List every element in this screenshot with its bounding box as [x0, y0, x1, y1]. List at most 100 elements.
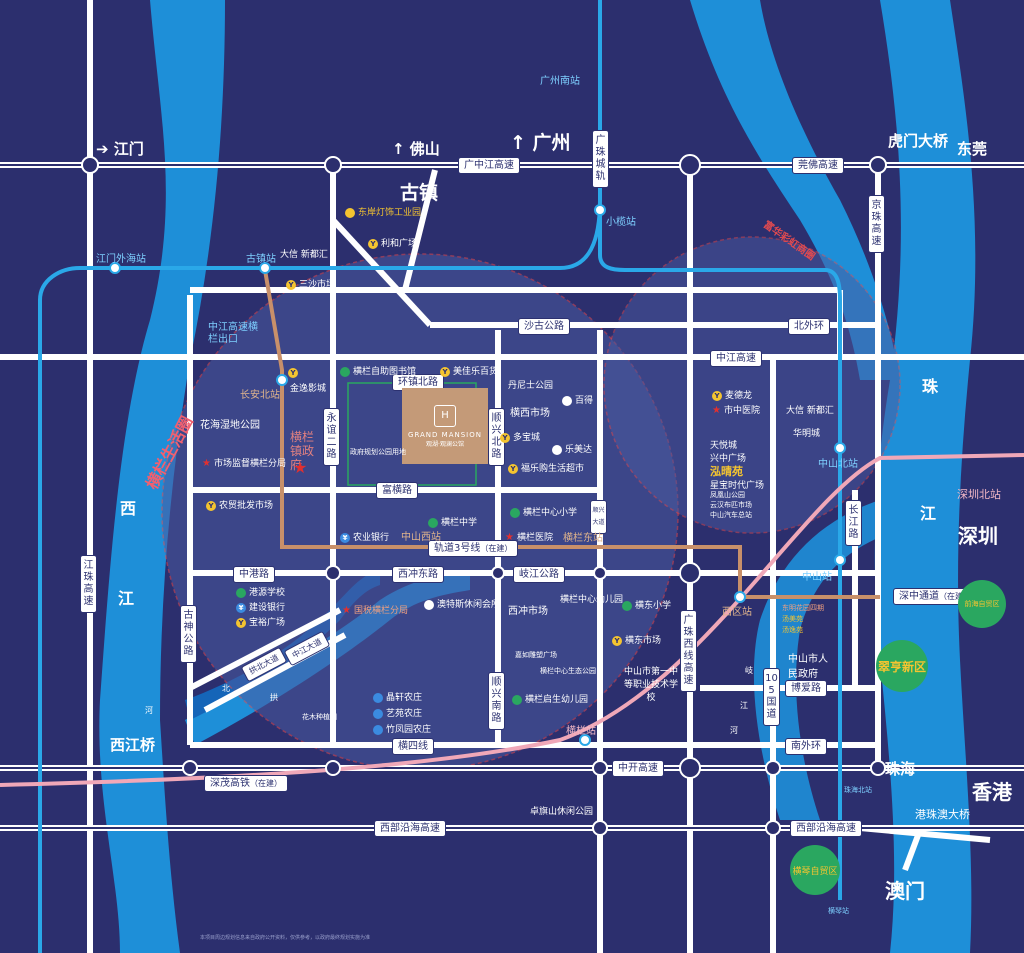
bank-icon: ¥	[236, 602, 246, 613]
town-guzhen: 古镇	[400, 182, 439, 204]
poi-maidelong-label: 麦德龙	[725, 391, 753, 401]
station-xiaolan[interactable]: 小榄站	[606, 217, 636, 228]
poi-cm-hosp-label: 市中医院	[723, 406, 760, 416]
area-cuiheng: 翠亨新区	[876, 640, 928, 692]
road-shunxing-north: 顺兴北路	[488, 408, 505, 466]
road-nanwaihuan: 南外环	[785, 738, 827, 755]
poi-lihe-label: 利和广场	[381, 239, 418, 249]
road-shenmao-label: 深茂高铁	[210, 778, 250, 789]
road-jiangzhu-expy: 江珠高速	[80, 555, 97, 613]
guangzhu-rail	[598, 210, 842, 900]
station-guangzhou-south[interactable]: 广州南站	[540, 76, 580, 87]
poi-zhufeng: 竹凤园农庄	[373, 722, 431, 735]
school-icon	[428, 517, 438, 528]
road-shunxing-ave: 顺兴大道	[590, 500, 607, 534]
poi-henglan-mid-label: 横栏中学	[441, 518, 478, 528]
poi-qisheng: 横栏启生幼儿园	[512, 692, 588, 705]
station-hengqin[interactable]: 横琴站	[828, 907, 849, 915]
station-jiangmen-waihai[interactable]: 江门外海站	[96, 254, 146, 265]
poi-dongan: 东岸灯饰工业园	[345, 205, 421, 218]
poi-baide-label: 百得	[575, 396, 594, 406]
poi-jinyi-label: 金逸影城	[290, 384, 327, 394]
road-xichong-east: 西冲东路	[392, 566, 444, 583]
poi-meijia-label: 美佳乐百货	[453, 367, 499, 377]
poi-yunyun: 云汉布匹市场	[710, 501, 752, 509]
road-zhonggang: 中港路	[233, 566, 275, 583]
road-shunxing-south: 顺兴南路	[488, 672, 505, 730]
poi-danni: 丹尼士公园	[508, 381, 554, 391]
road-zhongkai-expy: 中开高速	[612, 760, 664, 777]
road-line3-label: 轨道3号线	[434, 543, 481, 554]
city-guangzhou-label: 广州	[532, 132, 571, 154]
water-qi: 岐	[745, 666, 753, 675]
road-g105: 105国道	[763, 668, 780, 726]
store-icon	[562, 395, 572, 406]
poi-flower-park: 花海湿地公园	[200, 420, 260, 431]
poi-abc-label: 农业银行	[353, 533, 390, 543]
poi-jinyi: Y	[288, 368, 301, 379]
poi-market-sup: ★市场监督横栏分局	[202, 456, 286, 469]
hospital-icon: ★	[712, 405, 721, 416]
road-hengsi: 横四线	[392, 738, 434, 755]
station-xiqu[interactable]: 西区站	[722, 607, 752, 618]
station-henglan-east[interactable]: 横栏东站	[563, 533, 603, 544]
road-jingzhu-expy: 京珠高速	[868, 195, 885, 253]
farm-icon	[373, 708, 383, 719]
poi-xingzhong: 兴中广场	[710, 454, 747, 464]
poi-agri-market-label: 农贸批发市场	[219, 501, 274, 511]
poi-fule-label: 福乐购生活超市	[521, 464, 585, 474]
station-zhongshan[interactable]: 中山站	[802, 572, 832, 583]
station-shenzhen-north[interactable]: 深圳北站	[957, 488, 1001, 501]
station-zhongshan-north[interactable]: 中山北站	[818, 459, 858, 470]
city-dongguan: 东莞	[957, 140, 988, 158]
poi-gangyuan: 港源学校	[236, 585, 285, 598]
shop-icon: Y	[236, 617, 246, 628]
poi-jingxuan-label: 晶轩农庄	[386, 693, 423, 703]
poi-dacheng: 大信 新都汇	[280, 250, 328, 260]
road-shenzhong: 深中通道（在建）	[893, 588, 977, 605]
water-xi: 西	[120, 499, 137, 518]
bank-icon: ¥	[340, 532, 350, 543]
station-zhongshan-west[interactable]: 中山西站	[401, 532, 441, 543]
shop-icon: Y	[612, 635, 622, 646]
poi-henglan-center-pri-label: 横栏中心小学	[523, 508, 578, 518]
shop-icon: Y	[368, 238, 378, 249]
poi-flower-base: 花木种植园	[302, 713, 337, 721]
poi-bus-station: 中山汽车总站	[710, 511, 752, 519]
shop-icon: Y	[508, 463, 518, 474]
grand-mansion-project[interactable]: H GRAND MANSION 观湖·观澜公馆	[402, 388, 488, 464]
area-jiangmen-exit: 中江高速横栏出口	[208, 322, 258, 345]
school-icon	[510, 507, 520, 518]
road-boai: 博爱路	[785, 680, 827, 697]
road-line3-note: （在建）	[480, 544, 513, 553]
industry-icon	[345, 207, 355, 218]
station-guzhen[interactable]: 古镇站	[246, 254, 276, 265]
poi-lemei-label: 乐美达	[565, 445, 593, 455]
poi-cm-hosp: ★市中医院	[712, 403, 760, 416]
road-zhongjiang-expy: 中江高速	[710, 350, 762, 367]
water-zhujiang: 江	[920, 504, 937, 523]
school-icon	[622, 600, 632, 611]
city-foshan-label: 佛山	[409, 140, 440, 158]
mall-name-cn: 观湖·观澜公馆	[426, 440, 464, 448]
river-zhujiang	[874, 0, 976, 953]
cinema-icon: Y	[288, 368, 298, 378]
poi-sansha-label: 三沙市场	[299, 280, 336, 290]
gov-star-icon: ★	[293, 458, 308, 477]
farm-icon	[373, 692, 383, 703]
city-shenzhen: 深圳	[958, 524, 998, 548]
station-henglan[interactable]: 横栏站	[566, 726, 596, 737]
hospital-icon: ★	[505, 532, 514, 543]
area-henglan-gov: 横栏镇政府	[290, 430, 315, 472]
poi-leisure: 澳特斯休闲会所	[424, 597, 500, 610]
bridge-humen: 虎门大桥	[888, 132, 949, 150]
poi-center-kg: 横栏中心幼儿园	[560, 595, 624, 605]
station-changan-north[interactable]: 长安北站	[240, 390, 280, 401]
road-line3: 轨道3号线（在建）	[428, 540, 519, 557]
station-zhuhai-north[interactable]: 珠海北站	[844, 786, 872, 794]
